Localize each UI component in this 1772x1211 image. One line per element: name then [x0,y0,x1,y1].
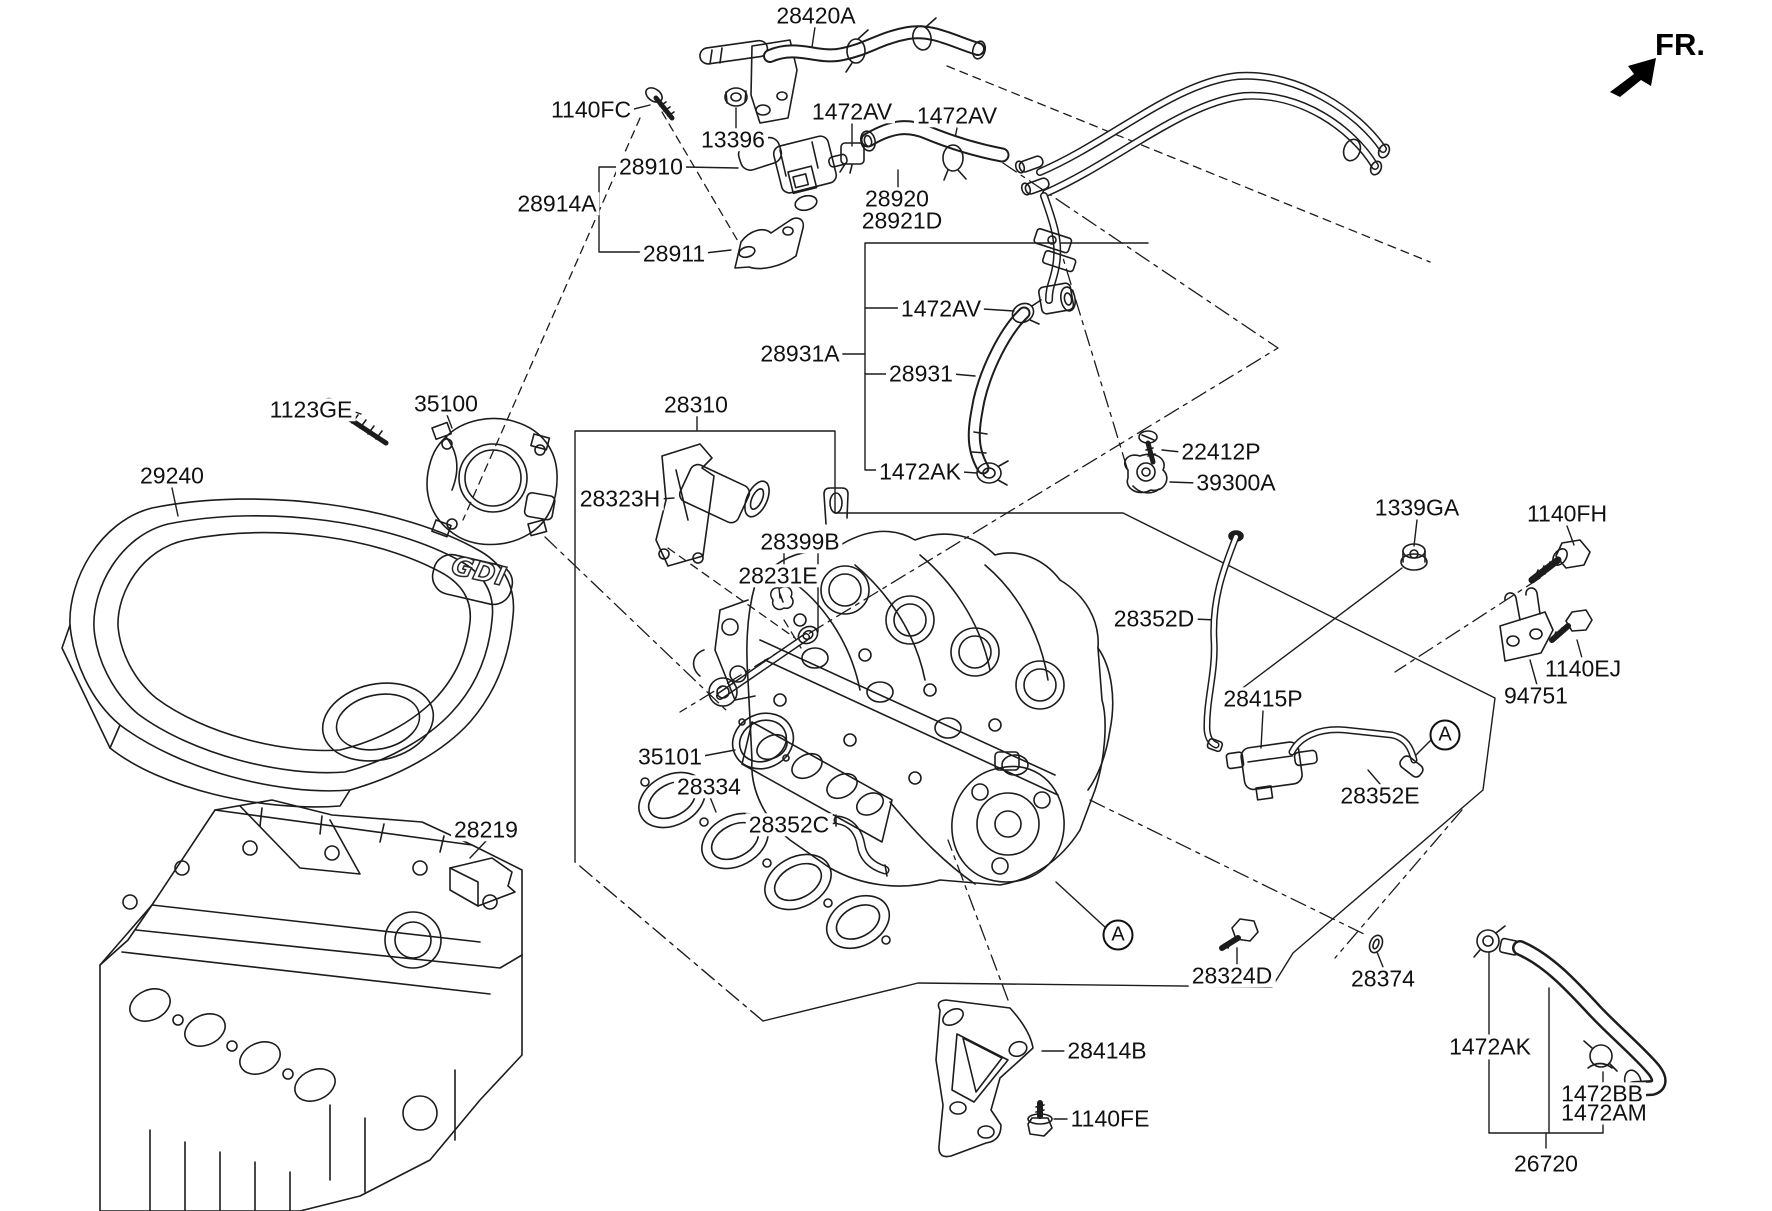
part-label-28420A: 28420A [773,3,859,28]
part-label-28334: 28334 [674,774,744,799]
sensor-39300A [1124,453,1168,494]
part-label-28323H: 28323H [576,486,664,511]
part-label-26720: 26720 [1511,1151,1581,1176]
part-label-13396: 13396 [698,127,768,152]
gasket-28334 [638,771,891,950]
part-label-1140FC: 1140FC [547,97,635,122]
group-box-28931A [840,242,1149,471]
part-label-1472AV-1: 1472AV [808,99,896,124]
part-label-1339GA: 1339GA [1371,495,1463,520]
bracket-28911 [734,217,805,270]
part-label-1472AK-1: 1472AK [876,459,964,484]
part-label-28910: 28910 [616,154,686,179]
part-label-28219: 28219 [451,817,521,842]
clip-28374 [1368,934,1384,954]
group-bracket-26720 [1488,952,1604,1149]
part-label-28914A: 28914A [514,191,600,216]
part-label-1140EJ: 1140EJ [1541,656,1625,681]
part-label-35101: 35101 [635,744,705,769]
hose-28920 [859,120,1010,163]
throttle-body-35100 [426,417,558,546]
engine-cover-29240 [61,498,515,808]
pipe-assembly-28921D [1014,71,1391,315]
group-bracket-28914A [593,166,644,253]
part-label-28414B: 28414B [1064,1038,1150,1063]
part-label-1123GE: 1123GE [266,397,356,422]
part-label-35100: 35100 [411,391,481,416]
part-label-1472BB: 1472BB [1558,1081,1646,1106]
bolt-28324D [1219,918,1259,951]
part-label-1472AV-3: 1472AV [897,296,985,321]
leader-lines [171,26,1583,1120]
linkage-rod [692,625,819,707]
part-label-28931A: 28931A [757,341,843,366]
part-label-28231E: 28231E [735,563,821,588]
screw-22412P [1138,430,1158,465]
part-label-28352E: 28352E [1337,783,1423,808]
hose-26720 [1473,925,1667,1097]
intake-manifold [714,487,1114,887]
part-label-28324D: 28324D [1188,963,1276,988]
solenoid-28415P [1225,741,1318,801]
grommet-1339GA [1400,543,1428,571]
hose-28931 [967,306,1031,475]
fr-direction-arrow [1610,58,1656,97]
hose-assembly-28420A [699,17,987,124]
cylinder-head [99,799,523,1211]
clamp-1472AV-2 [942,144,967,181]
part-label-28921D: 28921D [858,208,946,233]
part-label-28310: 28310 [661,392,731,417]
bracket-28414B [935,999,1034,1158]
bracket-94751 [1499,587,1554,662]
clip-28231E [770,585,794,611]
part-label-28931: 28931 [886,361,956,386]
part-label-1472AV-2: 1472AV [913,103,1001,128]
pipe-28352E [1288,726,1424,778]
bolt-1140EJ [1549,609,1593,643]
part-label-28920: 28920 [862,186,932,211]
pad-28219 [449,857,516,907]
nut-13396 [724,87,748,107]
hose-28352C [833,814,890,877]
callout-A-manifold: A [1102,919,1134,951]
clamp-1472AK-1 [976,460,1009,486]
clamp-1472AV-1 [839,142,865,174]
solenoid-28323H [655,443,770,567]
part-label-29240: 29240 [137,463,207,488]
part-label-28374: 28374 [1348,966,1418,991]
part-label-1140FE: 1140FE [1067,1106,1153,1131]
bolt-1140FH [1528,539,1591,584]
part-label-28415P: 28415P [1220,686,1306,711]
part-label-94751: 94751 [1501,683,1571,708]
part-label-1140FH: 1140FH [1523,501,1611,526]
callout-A-pipe: A [1429,719,1461,751]
part-label-28911: 28911 [639,241,709,266]
phantom-lines [462,65,1541,1001]
gasket-35101 [731,712,795,770]
part-label-28399B: 28399B [757,529,843,554]
fr-direction-label: FR. [1655,27,1705,62]
screw-1140FC [645,87,675,121]
part-label-1472AM: 1472AM [1558,1100,1650,1125]
part-label-1472AK-2: 1472AK [1446,1034,1534,1059]
bolt-1140FE [1027,1100,1053,1137]
part-label-22412P: 22412P [1178,439,1264,464]
part-label-28352D: 28352D [1110,606,1198,631]
hose-28352D [1203,530,1244,753]
part-label-28352C: 28352C [745,812,833,837]
part-label-39300A: 39300A [1193,470,1279,495]
clamp-1472AV-3 [1011,299,1042,325]
